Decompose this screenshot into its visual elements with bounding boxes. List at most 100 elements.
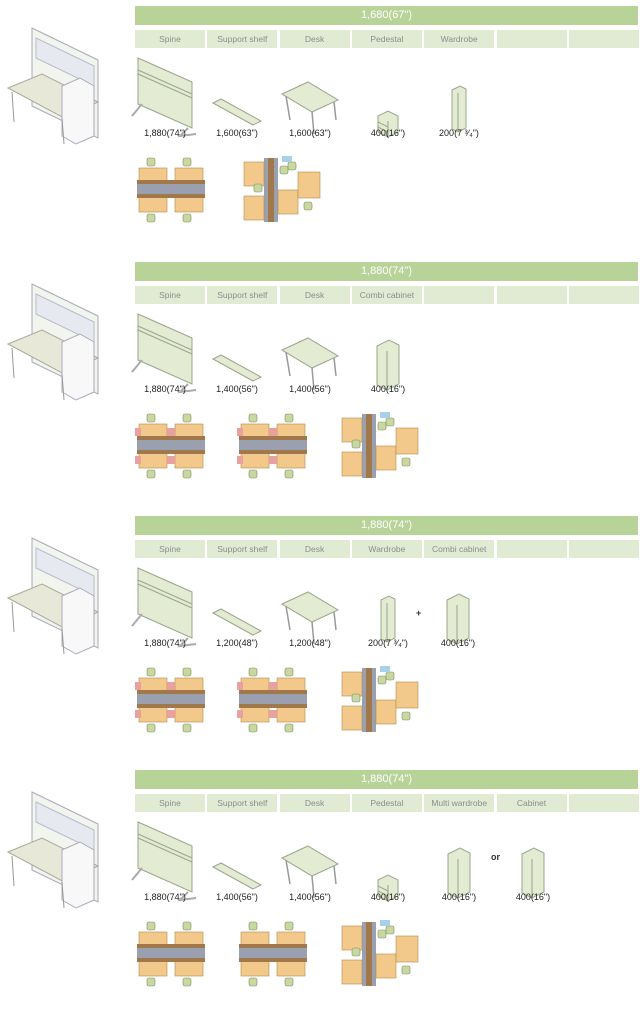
workstation-illustration [2, 26, 102, 153]
desk-product-image-svg [280, 845, 340, 899]
layout-plan-cluster4-svg [135, 413, 205, 479]
layout-plan-cluster-angled-svg [341, 412, 419, 478]
component-tab [424, 286, 495, 304]
component-tab: Spine [135, 286, 205, 304]
conjunction-text: or [491, 852, 500, 862]
layout-plan-cluster4-svg [237, 667, 307, 733]
component-tab: Support shelf [207, 794, 278, 812]
shelf-product-image [211, 81, 263, 132]
conjunction-text: + [416, 608, 422, 618]
component-tab [496, 540, 567, 558]
component-tab: Desk [279, 540, 350, 558]
layout-plan-cluster-angled-svg [243, 156, 321, 222]
desk-product-image-svg [280, 591, 340, 645]
pedestal-dimension-label: 400(16") [370, 892, 406, 902]
layout-plan-cluster4 [237, 666, 309, 741]
workstation-illustration [2, 790, 102, 917]
desk-product-image [280, 578, 340, 651]
desk-dimension-label: 1,400(56") [289, 892, 331, 902]
section-width-header: 1,880(74") [135, 262, 638, 281]
component-tab: Support shelf [207, 286, 278, 304]
wardrobe-dimension-label: 200(7 ³⁄₄") [368, 638, 408, 648]
spine-product-image [130, 312, 200, 399]
desk-product-image-svg [280, 81, 340, 135]
component-tab: Cabinet [496, 794, 567, 812]
desk-dimension-label: 1,600(63") [289, 128, 331, 138]
shelf-product-image-svg [211, 862, 263, 890]
spine-dimension-label: 1,880(74") [144, 384, 186, 394]
pedestal-product-image [374, 98, 402, 143]
section-width-header: 1,880(74") [135, 516, 638, 535]
workstation-illustration-svg [6, 283, 100, 401]
component-tab: Combi cabinet [351, 286, 422, 304]
cabinet-dimension-label: 400(16") [440, 638, 476, 648]
component-tab: Multi wardrobe [424, 794, 495, 812]
layout-plan-cluster-angled-svg [341, 920, 419, 986]
spine-product-image-svg [131, 313, 197, 394]
wardrobe-product-image-svg [380, 595, 396, 643]
cabinet-dimension-label: 400(16") [515, 892, 551, 902]
desk-product-image [280, 68, 340, 141]
layout-plan-cluster4-svg [137, 157, 205, 223]
layout-plan-cluster-angled [338, 666, 453, 741]
layout-plan-cluster4 [135, 920, 207, 995]
spine-dimension-label: 1,880(74") [144, 638, 186, 648]
shelf-dimension-label: 1,200(48") [216, 638, 258, 648]
spine-product-image [130, 566, 200, 653]
component-tab: Spine [135, 540, 205, 558]
component-tab: Spine [135, 794, 205, 812]
shelf-dimension-label: 1,400(56") [216, 892, 258, 902]
component-tab: Support shelf [207, 540, 278, 558]
component-tab [568, 30, 639, 48]
layout-plan-cluster-angled [240, 156, 330, 231]
wardrobe-product-image [448, 84, 470, 139]
workstation-illustration-svg [6, 791, 100, 909]
wardrobe-dimension-label: 200(7 ³⁄₄") [439, 128, 479, 138]
desk-dimension-label: 1,200(48") [289, 638, 331, 648]
layout-plan-cluster-angled [338, 412, 453, 487]
layout-plan-cluster4-svg [137, 921, 205, 987]
component-tab: Pedestal [351, 794, 422, 812]
spine-dimension-label: 1,880(74") [144, 128, 186, 138]
spine-product-image-svg [131, 57, 197, 138]
component-tab: Desk [279, 794, 350, 812]
pedestal-product-image [374, 862, 402, 907]
spine-dimension-label: 1,880(74") [144, 892, 186, 902]
shelf-dimension-label: 1,400(56") [216, 384, 258, 394]
cabinet-product-image-svg [376, 339, 400, 391]
component-tab [496, 30, 567, 48]
pedestal-product-image-svg [377, 874, 399, 902]
pedestal-dimension-label: 400(16") [370, 128, 406, 138]
layout-plan-cluster4 [237, 412, 309, 487]
wardrobe-product-image-svg [451, 85, 467, 133]
component-tab: Pedestal [351, 30, 422, 48]
layout-plan-cluster-angled [338, 920, 453, 995]
workstation-illustration-svg [6, 27, 100, 145]
wardrobe-product-image [377, 594, 399, 649]
component-tab: Wardrobe [424, 30, 495, 48]
spine-product-image-svg [131, 567, 197, 648]
desk-dimension-label: 1,400(56") [289, 384, 331, 394]
component-tab [496, 286, 567, 304]
component-tab: Spine [135, 30, 205, 48]
shelf-product-image [211, 845, 263, 896]
shelf-product-image-svg [211, 354, 263, 382]
component-tab [568, 286, 639, 304]
shelf-product-image-svg [211, 98, 263, 126]
shelf-product-image [211, 591, 263, 642]
section-width-header: 1,680(67") [135, 6, 638, 25]
layout-plan-cluster4 [135, 412, 207, 487]
component-tab: Combi cabinet [424, 540, 495, 558]
spine-product-image [130, 56, 200, 143]
shelf-product-image [211, 337, 263, 388]
pedestal-product-image-svg [377, 110, 399, 138]
desk-product-image [280, 832, 340, 905]
layout-plan-cluster4-svg [135, 667, 205, 733]
section-width-header: 1,880(74") [135, 770, 638, 789]
cabinet-product-image [375, 338, 401, 397]
desk-product-image-svg [280, 337, 340, 391]
layout-plan-cluster4 [135, 666, 207, 741]
component-tab: Desk [279, 30, 350, 48]
